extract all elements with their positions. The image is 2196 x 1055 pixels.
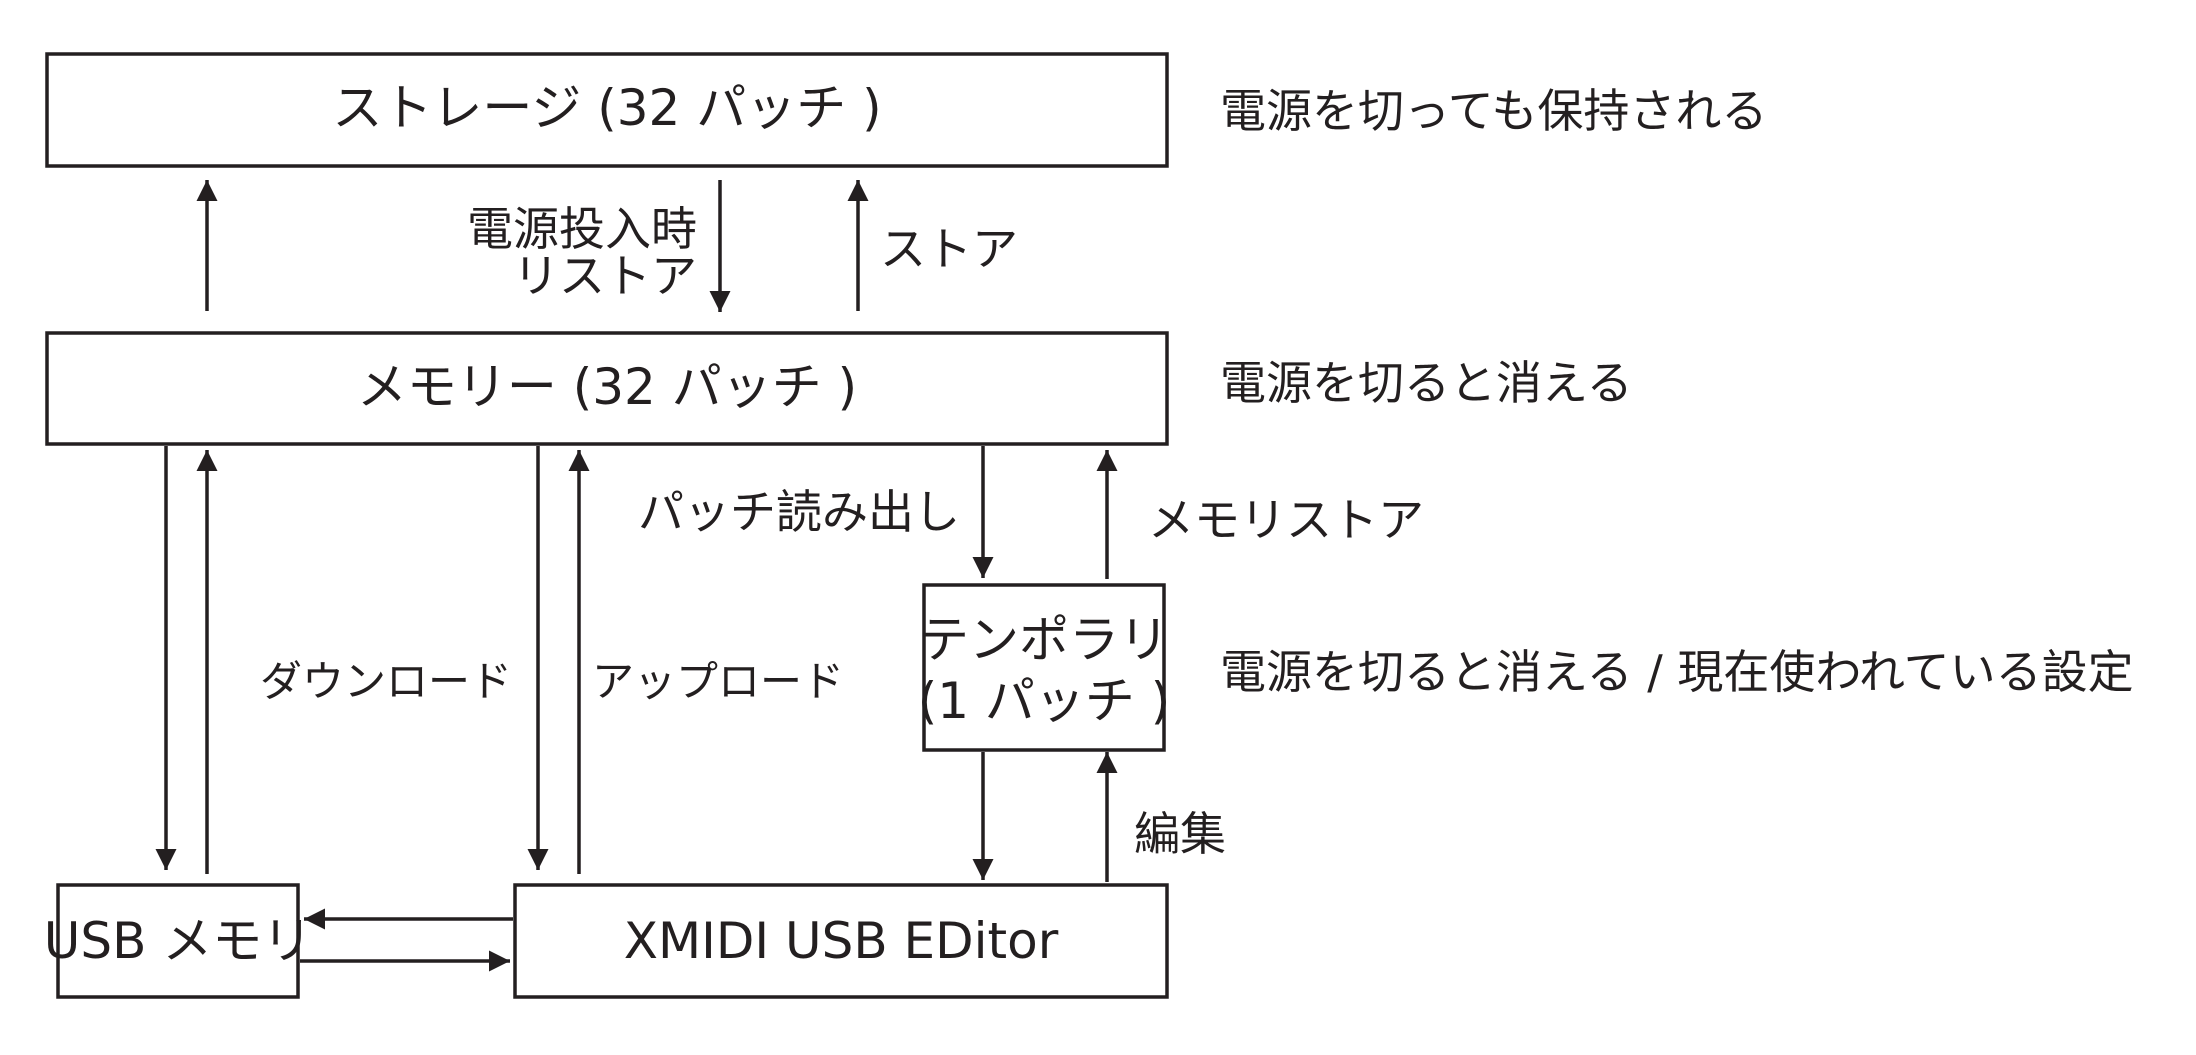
memory-restore-label: メモリストア: [1148, 493, 1424, 547]
edit-label: 編集: [1134, 807, 1226, 861]
storage-note: 電源を切っても保持される: [1220, 84, 1767, 138]
usb-memory-box: USB メモリ: [44, 883, 313, 999]
power-on-label-line2: リストア: [513, 249, 697, 303]
upload-label: アップロード: [592, 657, 844, 706]
download-label: ダウンロード: [260, 657, 512, 706]
temporary-box-label-line1: テンポラリ: [919, 611, 1169, 669]
memory-box: メモリー (32 パッチ ): [45, 331, 1169, 446]
store-label: ストア: [880, 222, 1018, 276]
temporary-box-label-line2: (1 パッチ ): [918, 672, 1171, 730]
patch-read-label: パッチ読み出し: [638, 485, 960, 539]
memory-box-label: メモリー (32 パッチ ): [357, 358, 857, 416]
storage-box: ストレージ (32 パッチ ): [45, 52, 1169, 168]
editor-box: XMIDI USB EDitor: [513, 883, 1169, 999]
power-on-label-line1: 電源投入時: [467, 202, 697, 256]
temporary-note: 電源を切ると消える / 現在使われている設定: [1220, 645, 2134, 699]
usb-memory-box-label: USB メモリ: [44, 912, 313, 970]
editor-box-label: XMIDI USB EDitor: [624, 912, 1059, 970]
storage-box-label: ストレージ (32 パッチ ): [332, 79, 881, 137]
memory-note: 電源を切ると消える: [1220, 356, 1633, 410]
temporary-box: テンポラリ (1 パッチ ): [918, 583, 1171, 752]
